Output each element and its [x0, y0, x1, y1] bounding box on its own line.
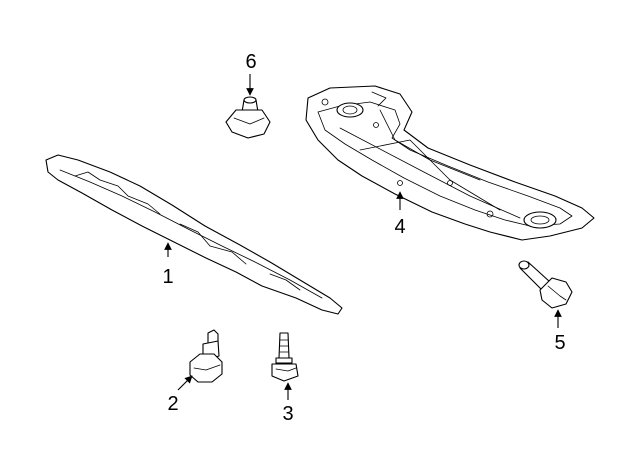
callout-3: 3 [282, 403, 293, 425]
callout-4: 4 [394, 216, 405, 238]
callout-6: 6 [245, 51, 256, 73]
part-2-bolt[interactable] [189, 329, 223, 383]
part-6-clip[interactable] [225, 96, 271, 139]
part-3-bolt[interactable] [271, 332, 299, 382]
part-1-splash-shield[interactable] [45, 154, 343, 315]
callout-5: 5 [554, 332, 565, 354]
callout-1: 1 [162, 266, 173, 288]
part-5-bolt[interactable] [518, 260, 573, 309]
callout-2: 2 [167, 393, 178, 415]
part-4-crossmember[interactable] [305, 85, 595, 241]
leader-2 [177, 375, 193, 391]
